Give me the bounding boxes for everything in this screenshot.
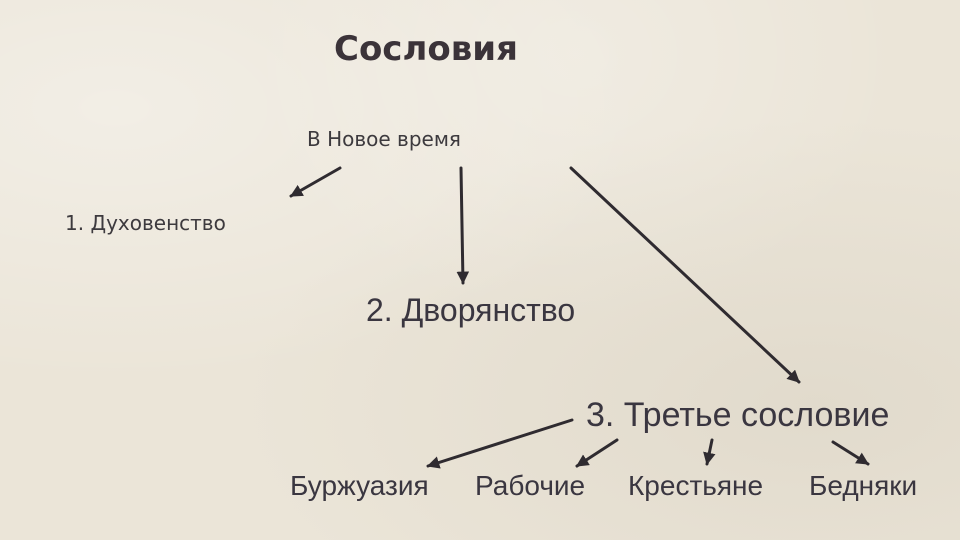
arrow-to-bourgeoisie <box>426 418 574 469</box>
group-bourgeoisie: Буржуазия <box>290 470 429 501</box>
estate-nobility: 2. Дворянство <box>366 292 576 328</box>
arrow-to-workers <box>575 438 619 468</box>
arrow-to-clergy <box>289 166 342 198</box>
root-node-label: В Новое время <box>307 127 461 151</box>
arrow-to-poor <box>831 440 870 466</box>
arrow-to-nobility <box>456 166 470 285</box>
group-poor: Бедняки <box>809 470 918 501</box>
group-workers: Рабочие <box>475 470 586 501</box>
estate-third: 3. Третье сословие <box>586 396 890 434</box>
slide-title: Сословия <box>334 29 518 69</box>
estate-clergy: 1. Духовенство <box>65 211 226 235</box>
arrow-to-peasants <box>703 438 716 466</box>
group-peasants: Крестьяне <box>628 470 764 501</box>
arrow-to-third-estate <box>569 166 801 384</box>
